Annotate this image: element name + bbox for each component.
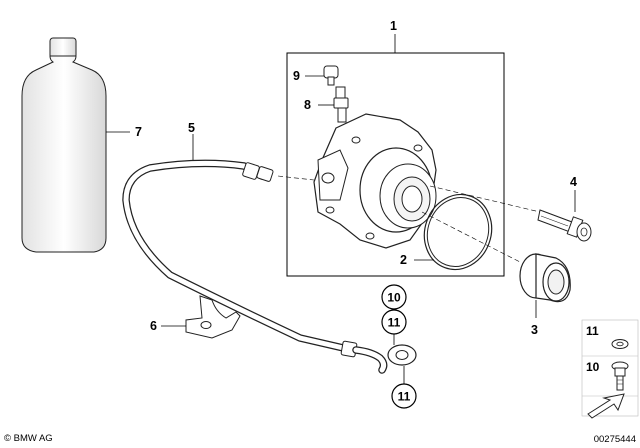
circled-callout-11-upper-label: 11 [388, 316, 401, 330]
hydraulic-pipe-part[interactable] [122, 159, 417, 374]
sealing-washer-icon[interactable] [611, 339, 629, 349]
circled-callout-10-label: 10 [387, 291, 401, 305]
callout-6: 6 [150, 319, 157, 333]
navigation-arrow-icon[interactable] [587, 393, 625, 419]
slave-cylinder-body[interactable] [313, 113, 437, 249]
assembly-guide-sleeve [421, 211, 521, 263]
callout-9: 9 [293, 69, 300, 83]
callout-2: 2 [400, 253, 407, 267]
side-legend-frame [581, 319, 639, 417]
assembly-guide-bolt [429, 185, 541, 213]
banjo-bolt-icon[interactable] [611, 361, 629, 391]
copyright-label: © BMW AG [4, 433, 53, 444]
assembly-frame [286, 52, 505, 277]
callout-4: 4 [570, 175, 577, 189]
legend-item-10-number: 10 [586, 360, 600, 374]
bleeder-valve-part[interactable] [333, 86, 349, 123]
callout-7: 7 [135, 125, 142, 139]
o-ring-part[interactable] [414, 185, 502, 279]
pipe-bracket-part[interactable] [185, 295, 241, 339]
drawing-number: 00275444 [594, 434, 636, 445]
callout-8: 8 [304, 98, 311, 112]
guide-sleeve-part[interactable] [519, 253, 571, 303]
callout-3: 3 [531, 323, 538, 337]
mounting-bolt-part[interactable] [537, 209, 592, 242]
circled-callout-10 [381, 284, 407, 310]
bleeder-cap-part[interactable] [323, 65, 339, 86]
assembly-guide-pipe [277, 175, 315, 181]
callout-1: 1 [390, 19, 397, 33]
legend-item-11-number: 11 [586, 324, 599, 338]
fluid-bottle-part[interactable] [21, 37, 107, 253]
circled-callout-11-lower-label: 11 [398, 390, 411, 404]
circled-callout-11-lower [391, 383, 417, 409]
callout-5: 5 [188, 121, 195, 135]
